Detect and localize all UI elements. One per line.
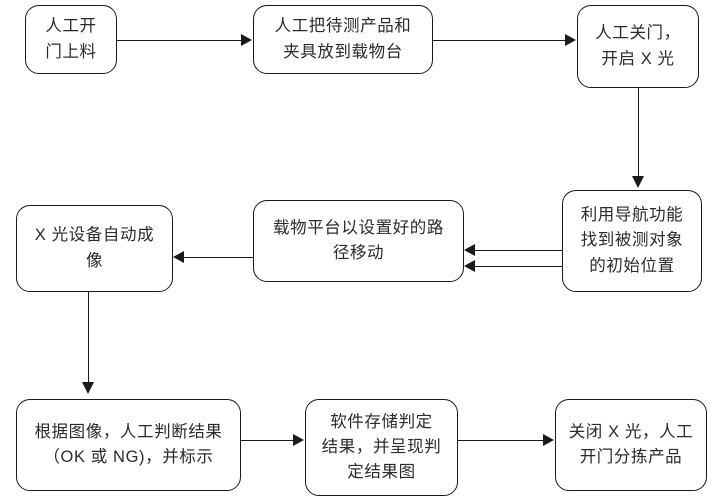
edge-store-result-to-sort-product-arrowhead xyxy=(543,434,554,446)
node-navigate-find-initial-position-label: 利用导航功能 找到被测对象 的初始位置 xyxy=(580,206,684,275)
node-close-xray-sort-product-label: 关闭 X 光，人工 开门分拣产品 xyxy=(568,422,694,466)
node-close-door-start-xray-label: 人工关门， 开启 X 光 xyxy=(595,24,681,68)
node-close-door-start-xray[interactable]: 人工关门， 开启 X 光 xyxy=(577,5,699,88)
node-place-product-label: 人工把待测产品和 夹具放到载物台 xyxy=(274,17,412,61)
node-xray-auto-imaging-label: X 光设备自动成 像 xyxy=(34,226,155,270)
edge-place-product-to-close-xray xyxy=(433,40,566,41)
edge-store-result-to-sort-product xyxy=(458,440,544,441)
node-place-product[interactable]: 人工把待测产品和 夹具放到载物台 xyxy=(253,5,433,74)
node-stage-move-along-path[interactable]: 载物平台以设置好的路 径移动 xyxy=(253,200,464,282)
edge-open-door-to-place-product-arrowhead xyxy=(241,34,252,46)
edge-navigate-to-stage-move-lower-arrowhead xyxy=(464,260,475,272)
edge-open-door-to-place-product xyxy=(117,40,242,41)
node-software-store-result-label: 软件存储判定 结果，并呈现判 定结果图 xyxy=(321,412,442,482)
edge-close-xray-to-navigate-arrowhead xyxy=(632,176,644,188)
edge-judge-to-store-result xyxy=(241,440,295,441)
edge-close-xray-to-navigate xyxy=(638,88,639,178)
node-manual-judge-result[interactable]: 根据图像，人工判断结果 （OK 或 NG)，并标示 xyxy=(16,399,241,491)
edge-stage-move-to-xray-image xyxy=(184,257,253,258)
node-software-store-result[interactable]: 软件存储判定 结果，并呈现判 定结果图 xyxy=(305,399,458,496)
node-open-door[interactable]: 人工开 门上料 xyxy=(25,5,117,74)
node-xray-auto-imaging[interactable]: X 光设备自动成 像 xyxy=(16,205,173,292)
edge-navigate-to-stage-move-lower xyxy=(475,266,562,267)
edge-place-product-to-close-xray-arrowhead xyxy=(565,34,576,46)
edge-judge-to-store-result-arrowhead xyxy=(293,434,304,446)
edge-xray-image-to-judge-arrowhead xyxy=(82,382,94,394)
edge-navigate-to-stage-move-upper-arrowhead xyxy=(464,244,475,256)
node-open-door-label: 人工开 门上料 xyxy=(45,17,97,61)
node-close-xray-sort-product[interactable]: 关闭 X 光，人工 开门分拣产品 xyxy=(555,399,707,491)
node-manual-judge-result-label: 根据图像，人工判断结果 （OK 或 NG)，并标示 xyxy=(34,422,223,466)
node-stage-move-along-path-label: 载物平台以设置好的路 径移动 xyxy=(273,218,444,262)
edge-xray-image-to-judge xyxy=(88,292,89,384)
node-navigate-find-initial-position[interactable]: 利用导航功能 找到被测对象 的初始位置 xyxy=(562,190,702,292)
edge-stage-move-to-xray-image-arrowhead xyxy=(173,251,184,263)
edge-navigate-to-stage-move-upper xyxy=(475,250,562,251)
